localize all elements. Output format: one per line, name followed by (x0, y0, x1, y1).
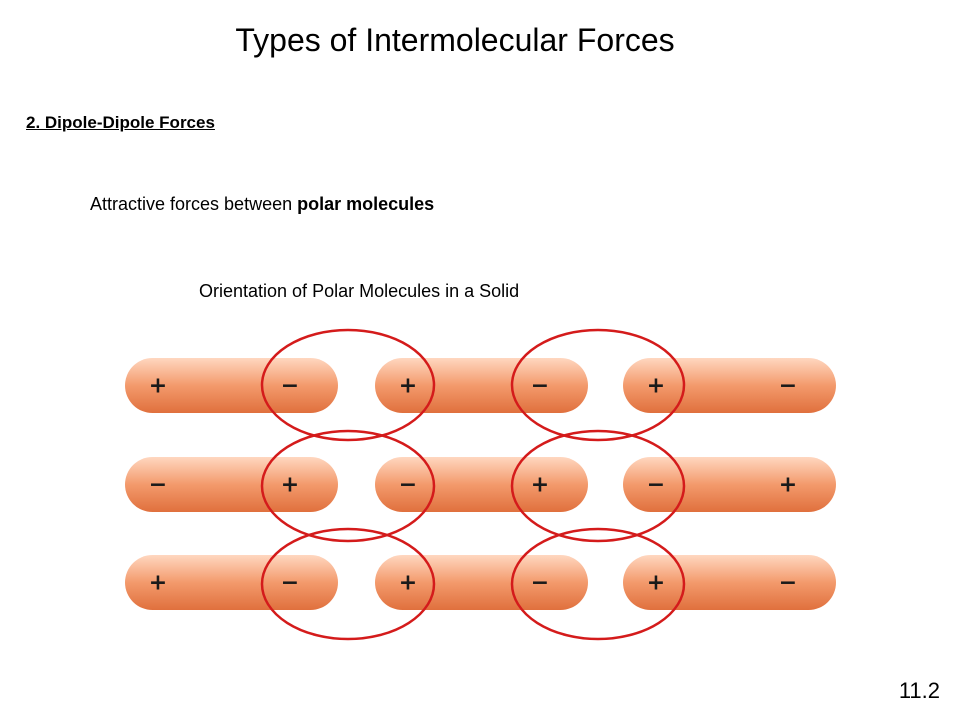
charge-right: − (281, 571, 299, 596)
molecule-r2-c2: −+ (375, 457, 588, 512)
interaction-circle-3 (260, 429, 436, 543)
charge-right: + (779, 473, 797, 498)
molecule-body (375, 457, 588, 512)
molecule-r1-c3: +− (623, 358, 836, 413)
molecule-body (125, 358, 338, 413)
molecule-body (125, 457, 338, 512)
interaction-circle-1 (260, 328, 436, 442)
charge-left: − (647, 473, 665, 498)
molecule-r3-c1: +− (125, 555, 338, 610)
interaction-circle-6 (510, 527, 686, 641)
slide-title: Types of Intermolecular Forces (235, 22, 675, 58)
charge-left: − (399, 473, 417, 498)
molecule-group: +−+−+−−+−+−++−+−+− (125, 358, 836, 610)
molecule-body (125, 555, 338, 610)
charge-right: − (531, 571, 549, 596)
slide-number: 11.2 (898, 678, 940, 703)
charge-left: + (399, 571, 417, 596)
charge-right: − (281, 374, 299, 399)
molecule-body (375, 555, 588, 610)
section-heading: 2. Dipole-Dipole Forces (26, 113, 215, 132)
charge-right: − (779, 374, 797, 399)
definition-text: Attractive forces between polar molecule… (90, 194, 434, 215)
charge-right: + (531, 473, 549, 498)
interaction-circle-2 (510, 328, 686, 442)
charge-left: + (647, 374, 665, 399)
charge-left: + (647, 571, 665, 596)
charge-right: + (281, 473, 299, 498)
charge-left: + (399, 374, 417, 399)
definition-prefix: Attractive forces between (90, 194, 298, 214)
molecule-r3-c3: +− (623, 555, 836, 610)
diagram-caption: Orientation of Polar Molecules in a Soli… (199, 281, 520, 301)
interaction-circle-5 (260, 527, 436, 641)
molecule-r1-c1: +− (125, 358, 338, 413)
molecule-r1-c2: +− (375, 358, 588, 413)
molecule-r3-c2: +− (375, 555, 588, 610)
molecule-body (623, 358, 836, 413)
interaction-circle-group (260, 328, 686, 641)
charge-right: − (531, 374, 549, 399)
molecule-r2-c1: −+ (125, 457, 338, 512)
definition-bold-term: polar molecules (297, 194, 435, 214)
charge-left: + (149, 374, 167, 399)
molecule-r2-c3: −+ (623, 457, 836, 512)
charge-left: + (149, 571, 167, 596)
molecule-body (623, 457, 836, 512)
charge-right: − (779, 571, 797, 596)
molecule-body (375, 358, 588, 413)
charge-left: − (149, 473, 167, 498)
interaction-circle-4 (510, 429, 686, 543)
molecule-body (623, 555, 836, 610)
